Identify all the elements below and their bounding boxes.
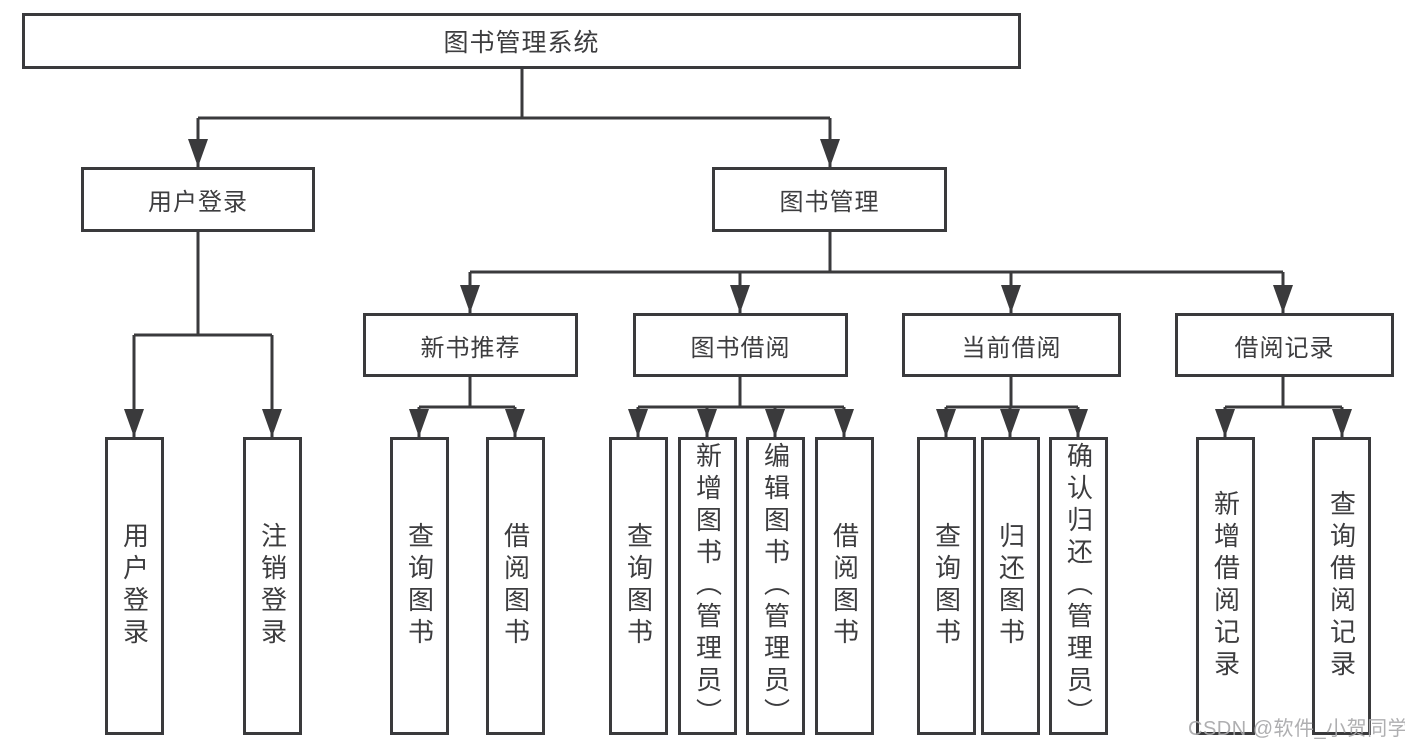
node-book-borrow-label: 图书借阅	[690, 334, 791, 362]
node-book-borrow: 图书借阅	[633, 313, 848, 377]
node-current-borrow-label: 当前借阅	[961, 334, 1062, 362]
leaf-borrow-book: 借阅图书	[815, 437, 874, 735]
leaf-newbook-borrow-book: 借阅图书	[486, 437, 545, 735]
leaf-borrow-query-book: 查询图书	[609, 437, 668, 735]
node-user-login: 用户登录	[81, 167, 315, 232]
leaf-current-query-book: 查询图书	[917, 437, 976, 735]
leaf-confirm-return-admin-label: 确认归还（管理员）	[1063, 442, 1094, 730]
leaf-query-borrow-record-label: 查询借阅记录	[1326, 490, 1357, 682]
leaf-add-book-admin: 新增图书（管理员）	[678, 437, 737, 735]
leaf-borrow-book-label: 借阅图书	[829, 522, 860, 650]
node-borrow-records: 借阅记录	[1175, 313, 1394, 377]
leaf-add-borrow-record-label: 新增借阅记录	[1210, 490, 1241, 682]
leaf-edit-book-admin: 编辑图书（管理员）	[746, 437, 805, 735]
leaf-newbook-query-book: 查询图书	[390, 437, 449, 735]
node-new-book-recommend-label: 新书推荐	[420, 334, 521, 362]
node-root: 图书管理系统	[22, 13, 1021, 69]
leaf-user-login: 用户登录	[105, 437, 164, 735]
node-current-borrow: 当前借阅	[902, 313, 1121, 377]
leaf-edit-book-admin-label: 编辑图书（管理员）	[760, 442, 791, 730]
leaf-return-book: 归还图书	[981, 437, 1040, 735]
node-root-label: 图书管理系统	[443, 29, 600, 57]
leaf-query-borrow-record: 查询借阅记录	[1312, 437, 1371, 735]
node-user-login-label: 用户登录	[148, 189, 248, 216]
leaf-current-query-book-label: 查询图书	[931, 522, 962, 650]
leaf-return-book-label: 归还图书	[995, 522, 1026, 650]
node-borrow-records-label: 借阅记录	[1234, 334, 1335, 362]
node-new-book-recommend: 新书推荐	[363, 313, 578, 377]
leaf-confirm-return-admin: 确认归还（管理员）	[1049, 437, 1108, 735]
leaf-add-borrow-record: 新增借阅记录	[1196, 437, 1255, 735]
node-book-management-label: 图书管理	[779, 189, 880, 216]
leaf-user-login-label: 用户登录	[119, 522, 150, 650]
leaf-newbook-borrow-book-label: 借阅图书	[500, 522, 531, 650]
leaf-logout: 注销登录	[243, 437, 302, 735]
leaf-borrow-query-book-label: 查询图书	[623, 522, 654, 650]
csdn-watermark: CSDN @软件_小贺同学	[1188, 718, 1405, 740]
leaf-newbook-query-book-label: 查询图书	[404, 522, 435, 650]
node-book-management: 图书管理	[712, 167, 947, 232]
leaf-logout-label: 注销登录	[257, 522, 288, 650]
leaf-add-book-admin-label: 新增图书（管理员）	[692, 442, 723, 730]
